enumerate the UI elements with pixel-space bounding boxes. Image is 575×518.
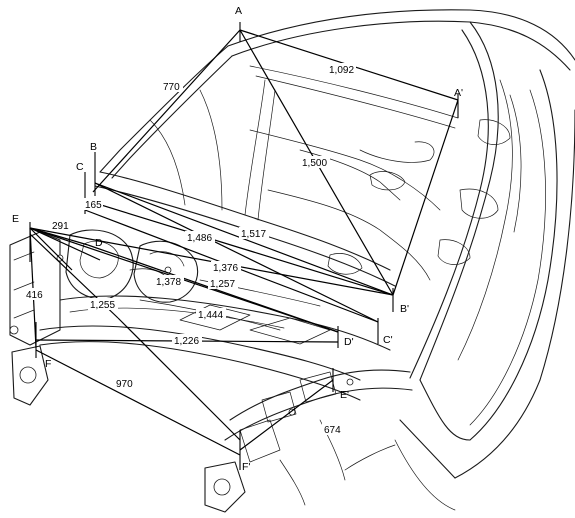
point-c: C bbox=[76, 161, 84, 173]
line-a-c bbox=[92, 29, 241, 193]
line-a-prime-b-prime bbox=[392, 99, 459, 296]
point-b: B bbox=[90, 141, 97, 153]
dim-b-c-prime-lower: 1,257 bbox=[210, 279, 235, 290]
line-e-fan-1 bbox=[29, 227, 101, 261]
dim-e-c-prime: 1,255 bbox=[90, 300, 115, 311]
line-e-d bbox=[29, 227, 89, 246]
line-b-c-prime bbox=[94, 182, 379, 323]
dim-e-d-prime: 1,444 bbox=[198, 310, 223, 321]
point-d: D bbox=[95, 237, 103, 249]
dim-b-b-prime: 1,517 bbox=[241, 229, 266, 240]
dim-a-c: 770 bbox=[163, 82, 180, 93]
point-e-prime: E' bbox=[340, 389, 349, 401]
point-labels: A A' B B' C C' D D' E E' F F' bbox=[12, 5, 463, 473]
dim-a-a-prime: 1,092 bbox=[329, 65, 354, 76]
line-e-fan-2 bbox=[29, 227, 73, 271]
point-b-prime: B' bbox=[400, 303, 409, 315]
dim-b-c-prime: 1,486 bbox=[187, 233, 212, 244]
dim-f-d-prime: 1,226 bbox=[174, 336, 199, 347]
dim-e-d: 291 bbox=[52, 221, 69, 232]
line-e-c-prime-2 bbox=[117, 317, 241, 441]
dim-d-d-prime-upper: 1,378 bbox=[156, 277, 181, 288]
point-a-prime: A' bbox=[454, 87, 463, 99]
point-e: E bbox=[12, 213, 19, 225]
point-c-prime: C' bbox=[383, 334, 393, 346]
point-a: A bbox=[235, 5, 242, 17]
dim-c-b-prime: 1,376 bbox=[213, 263, 238, 274]
line-f-f-prime bbox=[35, 349, 241, 456]
vehicle-body-structure bbox=[9, 9, 575, 513]
dim-f-f-prime: 970 bbox=[116, 379, 133, 390]
point-f-prime: F' bbox=[242, 461, 250, 473]
dimension-labels: 1,092 770 1,500 1,486 1,517 1,376 1,257 … bbox=[24, 63, 356, 436]
point-f: F bbox=[45, 358, 51, 370]
dim-e-prime-f-prime: 674 bbox=[324, 425, 341, 436]
line-e-prime-f-prime bbox=[239, 379, 334, 451]
point-d-prime: D' bbox=[344, 336, 354, 348]
dim-a-b-prime: 1,500 bbox=[302, 158, 327, 169]
dim-b-c: 165 bbox=[85, 200, 102, 211]
line-c-b-prime bbox=[84, 199, 394, 296]
dim-e-f: 416 bbox=[26, 290, 43, 301]
